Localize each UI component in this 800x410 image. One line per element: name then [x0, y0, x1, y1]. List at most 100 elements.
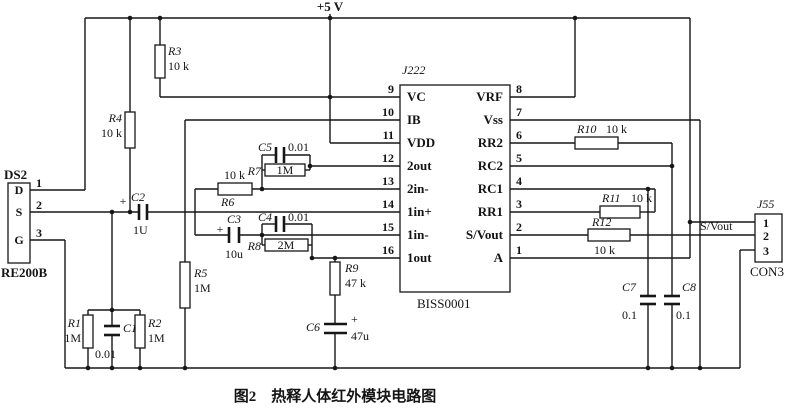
- ic-pin-ib: IB: [407, 112, 421, 127]
- r8-ref: R8: [247, 239, 261, 253]
- sensor-part: RE200B: [1, 265, 48, 280]
- ic-pin-rc1: RC1: [478, 181, 503, 196]
- sensor-pin-s-label: S: [16, 205, 23, 219]
- connector-pin-1: 1: [763, 216, 769, 230]
- ic-pin-num-9: 9: [388, 82, 394, 96]
- connector-j55-body: [754, 213, 783, 263]
- resistor-r4: [124, 111, 136, 149]
- r8-value: 2M: [278, 238, 295, 252]
- c8-ref: C8: [682, 280, 696, 294]
- r3-ref: R3: [167, 44, 181, 58]
- capacitor-c3: [227, 227, 241, 243]
- ic-pin-a: A: [494, 250, 504, 265]
- ic-pin-vdd: VDD: [407, 135, 435, 150]
- ic-pin-1in-: 1in-: [407, 227, 429, 242]
- ic-pin-1out: 1out: [407, 250, 432, 265]
- r3-value: 10 k: [168, 59, 189, 73]
- c6-value: 47u: [351, 329, 369, 343]
- r6-ref: R6: [220, 195, 234, 209]
- r10-value: 10 k: [606, 122, 627, 136]
- ic-pin-num-7: 7: [516, 105, 522, 119]
- ic-pin-num-12: 12: [382, 151, 394, 165]
- resistor-r12: [587, 228, 631, 242]
- ic-pin-num-4: 4: [516, 174, 522, 188]
- ic-ref: J222: [402, 63, 425, 77]
- capacitor-c5: [274, 147, 286, 163]
- power-rail-label: +5 V: [317, 0, 344, 14]
- c6-polarity: +: [351, 312, 358, 326]
- ic-pin-2in-: 2in-: [407, 181, 429, 196]
- ic-pin-svout: S/Vout: [466, 227, 504, 242]
- c1-value: 0.01: [95, 347, 116, 361]
- ic-pin-vrf: VRF: [476, 89, 503, 104]
- c2-polarity: +: [120, 194, 127, 208]
- r12-ref: R12: [591, 215, 611, 229]
- capacitor-c8: [664, 294, 680, 306]
- r11-value: 10 k: [631, 191, 652, 205]
- resistor-r6: [217, 182, 253, 196]
- resistor-r3: [154, 44, 166, 79]
- c6-ref: C6: [306, 320, 320, 334]
- sensor-ref: DS2: [4, 167, 27, 182]
- ic-biss0001-body: [399, 84, 511, 293]
- r6-value: 10 k: [224, 168, 245, 182]
- r9-ref: R9: [344, 261, 358, 275]
- c3-value: 10u: [225, 247, 243, 261]
- sensor-ds2-body: [7, 182, 31, 264]
- ic-pin-num-15: 15: [382, 220, 394, 234]
- sensor-pin-2-num: 2: [36, 198, 42, 212]
- r10-ref: R10: [576, 122, 596, 136]
- connector-part: CON3: [750, 264, 784, 279]
- c8-value: 0.1: [676, 308, 691, 322]
- r9-value: 47 k: [345, 276, 366, 290]
- ic-pin-num-3: 3: [516, 197, 522, 211]
- c1-ref: C1: [123, 321, 137, 335]
- connector-pin-3: 3: [763, 244, 769, 258]
- ic-pin-vc: VC: [407, 89, 426, 104]
- resistor-r11: [599, 205, 641, 219]
- sensor-pin-1-num: 1: [36, 176, 42, 190]
- ic-pin-num-6: 6: [516, 128, 522, 142]
- ic-pin-1in+: 1in+: [407, 204, 432, 219]
- ic-pin-num-8: 8: [516, 82, 522, 96]
- r4-ref: R4: [108, 111, 122, 125]
- r12-value: 10 k: [594, 243, 615, 257]
- sensor-pin-d-label: D: [15, 183, 24, 197]
- capacitor-c6: [324, 322, 347, 335]
- r1-value: 1M: [64, 331, 81, 345]
- ic-pin-2out: 2out: [407, 158, 432, 173]
- output-net-label: S/Vout: [700, 219, 733, 233]
- junction-dots: [85, 15, 703, 371]
- c4-value: 0.01: [288, 210, 309, 224]
- r7-value: 1M: [277, 163, 294, 177]
- r11-ref: R11: [601, 191, 620, 205]
- sensor-pin-g-label: G: [14, 233, 23, 247]
- c2-value: 1U: [133, 223, 148, 237]
- capacitor-c7: [640, 294, 656, 306]
- c7-value: 0.1: [622, 308, 637, 322]
- c5-value: 0.01: [288, 140, 309, 154]
- ic-pin-num-13: 13: [382, 174, 394, 188]
- c5-ref: C5: [258, 140, 272, 154]
- capacitor-c2: [137, 204, 149, 220]
- resistor-r1: [82, 314, 94, 349]
- ic-pin-num-14: 14: [382, 197, 394, 211]
- resistor-r2: [134, 314, 146, 349]
- resistor-r8: [264, 238, 309, 252]
- resistor-r10: [574, 136, 619, 150]
- sensor-pin-3-num: 3: [36, 226, 42, 240]
- c7-ref: C7: [622, 280, 637, 294]
- r5-ref: R5: [193, 266, 207, 280]
- connector-ref: J55: [757, 197, 774, 211]
- ic-pin-num-5: 5: [516, 151, 522, 165]
- r5-value: 1M: [194, 281, 211, 295]
- r4-value: 10 k: [101, 126, 122, 140]
- r1-ref: R1: [67, 316, 81, 330]
- ic-pin-num-10: 10: [382, 105, 394, 119]
- c2-ref: C2: [131, 190, 145, 204]
- ic-pin-rr1: RR1: [478, 204, 503, 219]
- connector-pin-2: 2: [763, 229, 769, 243]
- c3-ref: C3: [227, 212, 241, 226]
